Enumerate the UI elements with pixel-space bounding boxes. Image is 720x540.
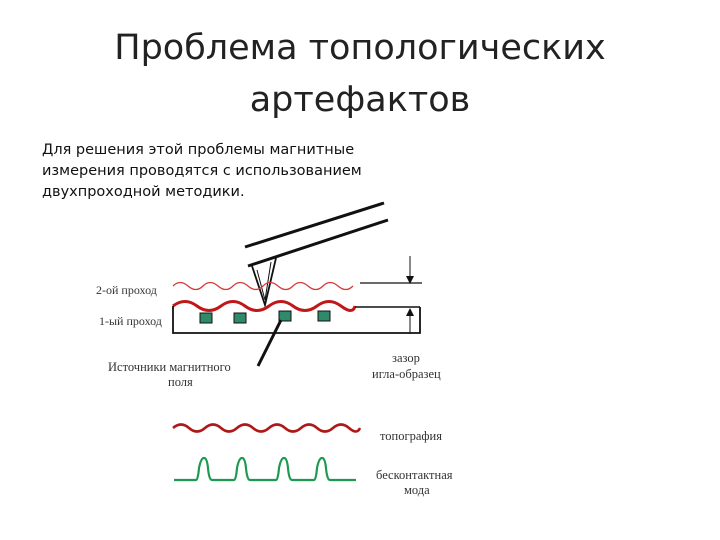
- pass2-wave: [172, 281, 354, 291]
- slide-title: Проблема топологических артефактов: [60, 22, 660, 126]
- pass1-wave: [172, 300, 357, 312]
- magnetic-source: [199, 312, 213, 324]
- label-noncontact-line1: бесконтактная: [376, 468, 453, 482]
- magnetic-source: [233, 312, 247, 324]
- label-pass2: 2-ой проход: [96, 283, 157, 297]
- topography-wave: [172, 423, 362, 433]
- probe-tip: [251, 257, 277, 309]
- label-pass1: 1-ый проход: [99, 314, 162, 328]
- magnetic-source: [278, 310, 292, 322]
- sample-outline: [172, 306, 421, 334]
- label-sources-line1: Источники магнитного: [108, 360, 231, 374]
- body-line-2: измерения проводятся с использованием: [42, 163, 362, 179]
- body-line-1: Для решения этой проблемы магнитные: [42, 142, 355, 158]
- sources-pointer: [256, 319, 283, 367]
- body-line-3: двухпроходной методики.: [42, 184, 245, 200]
- title-line-2: артефактов: [249, 80, 471, 120]
- label-gap-line1: зазор: [392, 351, 420, 365]
- title-line-1: Проблема топологических: [114, 28, 606, 68]
- magnetic-source: [317, 310, 331, 322]
- noncontact-signal: [174, 456, 356, 482]
- label-sources-line2: поля: [168, 375, 193, 389]
- label-topography: топография: [380, 429, 442, 443]
- slide-body-text: Для решения этой проблемы магнитные изме…: [42, 140, 402, 203]
- cantilever: [244, 201, 389, 268]
- label-gap-line2: игла-образец: [372, 367, 441, 381]
- label-noncontact-line2: мода: [404, 483, 430, 497]
